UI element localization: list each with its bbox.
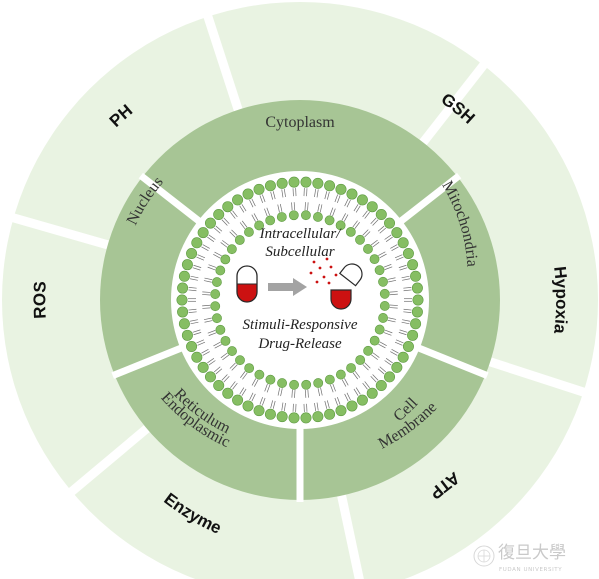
inner-ring-divider bbox=[398, 172, 462, 224]
center-text-line-1: Intracellular/ bbox=[259, 226, 343, 242]
inner-ring-divider bbox=[111, 344, 183, 379]
outer-ring-divider bbox=[488, 357, 587, 397]
watermark-university-name: 復旦大學 bbox=[498, 543, 566, 563]
outer-ring-divider bbox=[10, 212, 109, 250]
opened-capsule-icon bbox=[330, 263, 363, 310]
outer-ring-divider bbox=[203, 13, 243, 112]
university-seal-icon bbox=[473, 545, 495, 567]
center-text-line-3: Stimuli-Responsive bbox=[243, 317, 358, 333]
outer-ring-divider bbox=[419, 60, 489, 146]
outer-ring-divider bbox=[67, 425, 150, 497]
stimulus-label-ros: ROS bbox=[30, 281, 50, 319]
center-text-line-4: Drug-Release bbox=[257, 336, 342, 352]
watermark-university-english: FUDAN UNIVERSITY bbox=[499, 567, 562, 573]
center-text-line-2: Subcellular bbox=[265, 244, 334, 260]
release-arrow-icon bbox=[268, 278, 307, 296]
intact-capsule-icon bbox=[236, 265, 258, 303]
lipid-bilayer bbox=[176, 176, 424, 424]
inner-ring-hole bbox=[171, 171, 429, 429]
stimulus-label-hypoxia: Hypoxia bbox=[550, 265, 571, 335]
inner-ring-divider bbox=[417, 344, 489, 379]
drug-particles-icon bbox=[309, 257, 338, 285]
organelle-label-cytoplasm: Cytoplasm bbox=[265, 114, 335, 131]
outer-ring-divider bbox=[337, 494, 364, 579]
inner-ring-divider bbox=[138, 172, 202, 224]
